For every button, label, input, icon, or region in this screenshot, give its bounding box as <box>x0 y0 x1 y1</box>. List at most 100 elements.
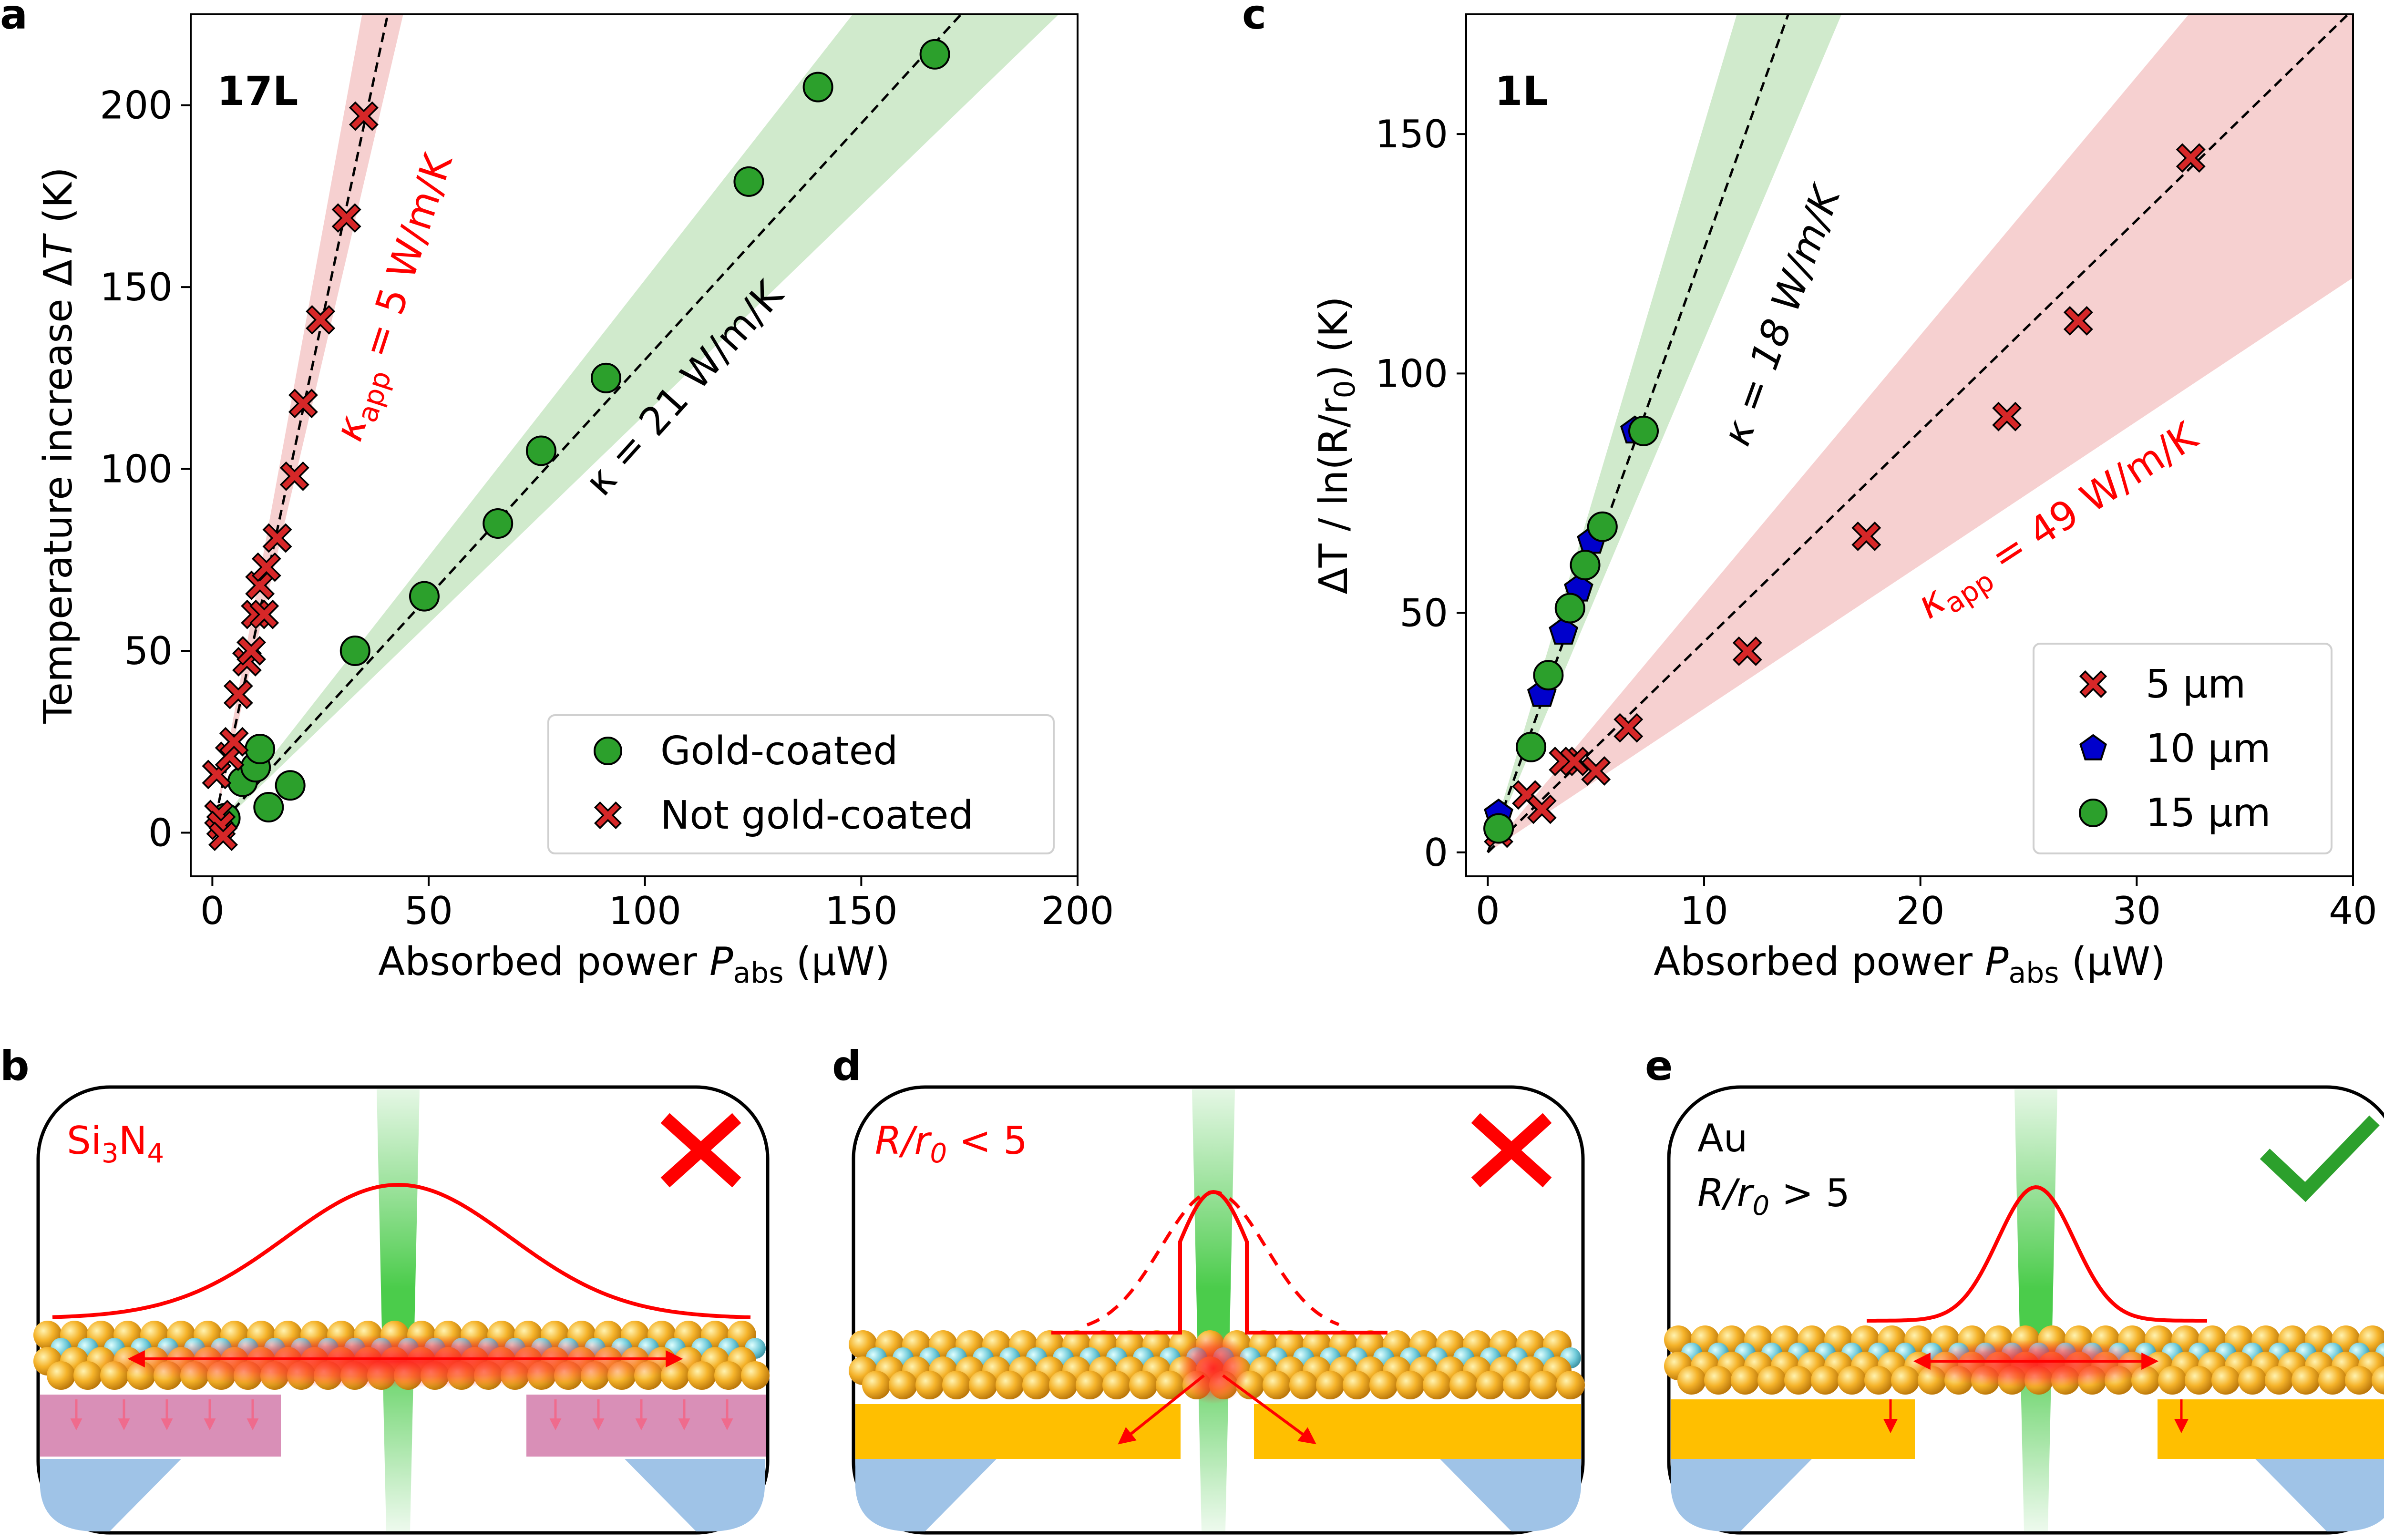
data-point-x <box>1613 713 1644 743</box>
confidence-band-1 <box>212 14 403 833</box>
atom <box>1864 1366 1893 1395</box>
atom <box>1022 1371 1051 1399</box>
data-point-circle <box>1483 813 1514 844</box>
atom <box>2318 1366 2347 1395</box>
atom <box>47 1361 75 1390</box>
atom <box>942 1371 971 1399</box>
atom <box>915 1371 944 1399</box>
data-point-x <box>1581 756 1611 786</box>
legend-marker-pentagon <box>2079 734 2107 760</box>
legend-label: Gold-coated <box>660 729 898 774</box>
substrate-right-b <box>526 1395 766 1457</box>
atom <box>1316 1371 1345 1399</box>
atom <box>2211 1366 2240 1395</box>
panel-letter-b: b <box>0 1042 30 1090</box>
cross-icon-d <box>1471 1113 1552 1188</box>
atom <box>1396 1371 1425 1399</box>
data-point-x <box>279 461 309 491</box>
atom <box>73 1361 102 1390</box>
data-point-x <box>223 679 253 709</box>
atom <box>1811 1366 1839 1395</box>
data-point-x <box>306 305 336 335</box>
atom <box>862 1371 891 1399</box>
data-point-circle <box>1554 593 1585 624</box>
data-point-x <box>1992 401 2022 431</box>
x-tick-label: 0 <box>1476 889 1500 933</box>
data-point-circle <box>1628 415 1659 446</box>
data-point-x <box>349 101 379 131</box>
atom <box>1102 1371 1131 1399</box>
panel-letter-d: d <box>832 1042 862 1090</box>
data-point-circle <box>245 733 276 764</box>
data-point-x <box>1559 746 1589 776</box>
atom <box>1503 1371 1531 1399</box>
atom <box>1289 1371 1318 1399</box>
gold-pad-right-e <box>2158 1399 2384 1459</box>
gold-pad-left-e <box>1671 1399 1915 1459</box>
support-right-e <box>2255 1459 2384 1531</box>
fit-line-1 <box>211 14 389 833</box>
confidence-band-0 <box>212 14 1059 833</box>
atom <box>2265 1366 2293 1395</box>
temperature-profile-b <box>52 1182 751 1319</box>
atom <box>2185 1366 2213 1395</box>
support-left-d <box>855 1459 997 1531</box>
x-tick-label: 30 <box>2112 889 2161 933</box>
legend-marker-circle <box>594 737 622 765</box>
data-point-circle <box>1533 660 1564 691</box>
y-axis-label-a: Temperature increase ΔT (K) <box>36 167 81 724</box>
data-point-circle <box>253 792 284 823</box>
material-label-e: Au <box>1697 1116 1747 1160</box>
panel-e-schematic: e Au R/r0 > 5 <box>1645 1042 2384 1535</box>
x-axis-label-a: Absorbed power Pabs (µW) <box>378 939 890 990</box>
atom <box>2238 1366 2267 1395</box>
layer-tag-a: 17L <box>217 68 298 114</box>
data-point-circle <box>483 508 514 539</box>
legend-marker-circle <box>2079 799 2107 827</box>
support-left-e <box>1671 1459 1812 1531</box>
support-right-b <box>625 1459 765 1531</box>
atom <box>1263 1371 1291 1399</box>
data-point-circle <box>339 636 370 667</box>
data-point-circle <box>591 362 622 393</box>
support-left-b <box>40 1459 181 1531</box>
support-right-d <box>1440 1459 1581 1531</box>
heat-spread-b <box>88 1335 708 1387</box>
data-point-pentagon <box>1549 616 1579 645</box>
atom <box>1476 1371 1505 1399</box>
check-icon-e <box>2260 1115 2380 1202</box>
data-point-circle <box>1516 731 1547 762</box>
laser-beam-b <box>377 1089 420 1531</box>
atom <box>714 1361 743 1390</box>
down-heat-arrow-left-d <box>1118 1374 1205 1445</box>
atom <box>1731 1366 1759 1395</box>
atom <box>2345 1366 2374 1395</box>
atom <box>1704 1366 1733 1395</box>
panel-letter-a: a <box>0 0 28 39</box>
data-point-x <box>288 389 318 419</box>
atom <box>1757 1366 1786 1395</box>
data-point-circle <box>1570 550 1601 581</box>
plot-frame-c <box>1465 13 2354 877</box>
y-tick-label: 100 <box>1375 351 1448 396</box>
atom <box>2372 1366 2384 1395</box>
data-point-x <box>2176 143 2206 173</box>
data-point-x <box>331 203 361 233</box>
x-tick-label: 50 <box>404 889 453 933</box>
legend-marker-x <box>594 801 622 830</box>
gold-pad-right-d <box>1254 1404 1581 1459</box>
condition-label-d: R/r0 < 5 <box>875 1119 1028 1169</box>
atom <box>996 1371 1024 1399</box>
atom <box>1076 1371 1104 1399</box>
y-tick-label: 150 <box>100 265 173 309</box>
data-point-x <box>1851 521 1881 551</box>
y-tick-label: 0 <box>1424 831 1448 875</box>
data-point-circle <box>1587 511 1618 542</box>
data-point-circle <box>275 770 306 801</box>
condition-label-e: R/r0 > 5 <box>1697 1171 1850 1222</box>
panel-letter-c: c <box>1242 0 1266 39</box>
